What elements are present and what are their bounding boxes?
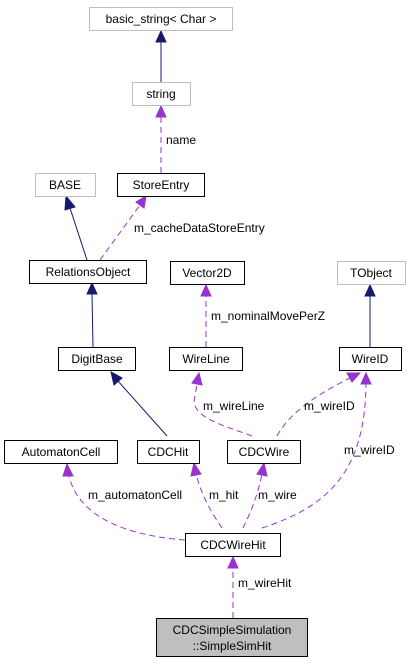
node-label: CDCWire	[239, 445, 290, 459]
node-label: BASE	[49, 178, 81, 192]
arrowhead-icon	[64, 194, 76, 211]
node-label: DigitBase	[71, 352, 123, 366]
node-label: TObject	[350, 266, 392, 280]
node-relations-object[interactable]: RelationsObject	[29, 260, 147, 284]
node-wire-id[interactable]: WireID	[339, 347, 402, 371]
edge-label-m-cache-data-store-entry: m_cacheDataStoreEntry	[134, 221, 265, 235]
node-cdc-wire[interactable]: CDCWire	[227, 440, 301, 464]
edge-relationsobject-to-base	[69, 207, 88, 261]
arrowhead-icon	[190, 461, 202, 477]
arrowhead-icon	[256, 461, 268, 477]
node-store-entry[interactable]: StoreEntry	[117, 173, 205, 197]
node-label: CDCHit	[148, 445, 189, 459]
edge-label-m-wire-hit: m_wireHit	[238, 576, 292, 590]
node-label: string	[146, 87, 175, 101]
edge-label-m-wire-id-cdcwire: m_wireID	[304, 399, 355, 413]
node-label: Vector2D	[182, 266, 232, 280]
node-label: WireLine	[182, 352, 230, 366]
node-wire-line[interactable]: WireLine	[169, 347, 243, 371]
node-label: basic_string< Char >	[106, 12, 217, 26]
arrowhead-icon	[200, 283, 212, 297]
node-tobject[interactable]: TObject	[337, 261, 406, 285]
edge-label-m-nominal-move-per-z: m_nominalMovePerZ	[211, 309, 325, 323]
node-basic-string[interactable]: basic_string< Char >	[89, 7, 233, 31]
edge-cdchit-to-digitbase	[117, 380, 168, 437]
arrowhead-icon	[360, 371, 372, 385]
node-label: AutomatonCell	[22, 445, 101, 459]
node-cdc-hit[interactable]: CDCHit	[137, 440, 200, 464]
edge-label-name: name	[166, 133, 196, 147]
edge-cdcwirehit-to-cdcwire	[242, 473, 263, 529]
node-vector2d[interactable]: Vector2D	[170, 261, 245, 285]
node-label-line-2: ::SimpleSimHit	[193, 639, 272, 653]
edge-cdcwirehit-to-automatoncell	[68, 475, 186, 541]
arrowhead-icon	[155, 104, 167, 118]
edge-label-m-wire-id-cdcwirehit: m_wireID	[344, 443, 395, 457]
edge-cdcwire-to-wireid	[276, 377, 351, 437]
node-simple-sim-hit[interactable]: CDCSimpleSimulation ::SimpleSimHit	[156, 618, 308, 657]
node-automaton-cell[interactable]: AutomatonCell	[4, 440, 118, 464]
node-base[interactable]: BASE	[35, 173, 96, 197]
arrowhead-icon	[346, 372, 362, 383]
node-label: RelationsObject	[46, 265, 131, 279]
edge-cdcwire-to-wireline	[193, 383, 253, 437]
arrowhead-icon	[155, 29, 167, 43]
arrowhead-icon	[227, 555, 239, 569]
arrowhead-icon	[62, 462, 74, 477]
node-label: StoreEntry	[133, 178, 190, 192]
edge-label-m-automaton-cell: m_automatonCell	[88, 488, 182, 502]
arrowhead-icon	[191, 371, 203, 386]
node-label-line-1: CDCSimpleSimulation	[173, 623, 292, 637]
arrowhead-icon	[86, 281, 98, 295]
edge-label-m-wire-line: m_wireLine	[203, 399, 265, 413]
node-label: WireID	[352, 352, 389, 366]
edge-cdcwirehit-to-cdchit	[195, 473, 223, 529]
arrowhead-icon	[364, 283, 376, 297]
arrowhead-icon	[110, 371, 123, 386]
node-string[interactable]: string	[132, 82, 191, 106]
edge-label-m-wire: m_wire	[258, 488, 297, 502]
edge-cdcwirehit-to-wireid	[261, 383, 367, 529]
arrowhead-icon	[135, 195, 147, 209]
edge-digitbase-to-relationsobject	[91, 293, 94, 348]
edge-relationsobject-to-storeentry	[99, 204, 141, 261]
node-cdc-wire-hit[interactable]: CDCWireHit	[185, 533, 281, 557]
edge-label-m-hit: m_hit	[209, 488, 239, 502]
node-label: CDCWireHit	[200, 538, 266, 552]
node-digit-base[interactable]: DigitBase	[58, 347, 136, 371]
